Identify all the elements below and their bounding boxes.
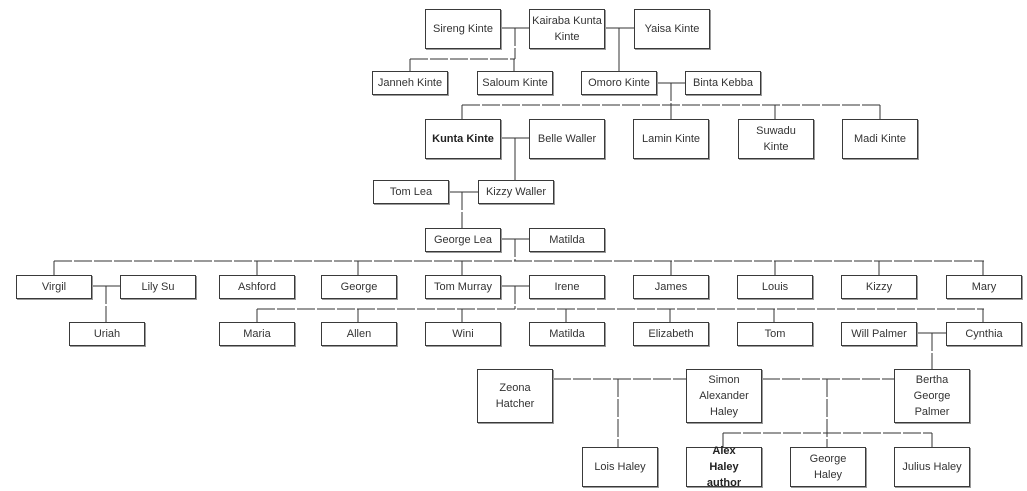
person-box-kizzy[interactable]: Kizzy [841,275,917,299]
person-box-suwadu-kinte[interactable]: Suwadu Kinte [738,119,814,159]
person-box-ashford[interactable]: Ashford [219,275,295,299]
person-box-tom-murray[interactable]: Tom Murray [425,275,501,299]
person-box-bertha-george-palmer[interactable]: Bertha George Palmer [894,369,970,423]
person-box-allen[interactable]: Allen [321,322,397,346]
person-box-belle-waller[interactable]: Belle Waller [529,119,605,159]
person-box-kizzy-waller[interactable]: Kizzy Waller [478,180,554,204]
person-box-matilda-child[interactable]: Matilda [529,322,605,346]
person-box-wini[interactable]: Wini [425,322,501,346]
person-box-kunta-kinte[interactable]: Kunta Kinte [425,119,501,159]
person-box-irene[interactable]: Irene [529,275,605,299]
person-box-maria[interactable]: Maria [219,322,295,346]
person-box-matilda-spouse[interactable]: Matilda [529,228,605,252]
person-box-cynthia[interactable]: Cynthia [946,322,1022,346]
person-box-sireng-kinte[interactable]: Sireng Kinte [425,9,501,49]
person-box-george-haley[interactable]: George Haley [790,447,866,487]
person-box-alex-haley-author[interactable]: Alex Haley author [686,445,762,489]
person-box-zeona-hatcher[interactable]: Zeona Hatcher [477,369,553,423]
person-box-lois-haley[interactable]: Lois Haley [582,447,658,487]
person-box-george[interactable]: George [321,275,397,299]
person-box-madi-kinte[interactable]: Madi Kinte [842,119,918,159]
person-box-tom[interactable]: Tom [737,322,813,346]
person-box-lily-su[interactable]: Lily Su [120,275,196,299]
person-box-uriah[interactable]: Uriah [69,322,145,346]
person-box-kairaba-kunta-kinte[interactable]: Kairaba Kunta Kinte [529,9,605,49]
person-box-james[interactable]: James [633,275,709,299]
person-box-simon-alexander-haley[interactable]: Simon Alexander Haley [686,369,762,423]
person-box-elizabeth[interactable]: Elizabeth [633,322,709,346]
person-box-julius-haley[interactable]: Julius Haley [894,447,970,487]
person-box-binta-kebba[interactable]: Binta Kebba [685,71,761,95]
person-box-lamin-kinte[interactable]: Lamin Kinte [633,119,709,159]
person-box-tom-lea[interactable]: Tom Lea [373,180,449,204]
person-box-saloum-kinte[interactable]: Saloum Kinte [477,71,553,95]
person-box-will-palmer[interactable]: Will Palmer [841,322,917,346]
person-box-mary[interactable]: Mary [946,275,1022,299]
person-box-george-lea[interactable]: George Lea [425,228,501,252]
person-box-janneh-kinte[interactable]: Janneh Kinte [372,71,448,95]
person-box-omoro-kinte[interactable]: Omoro Kinte [581,71,657,95]
person-box-virgil[interactable]: Virgil [16,275,92,299]
person-box-yaisa-kinte[interactable]: Yaisa Kinte [634,9,710,49]
person-box-louis[interactable]: Louis [737,275,813,299]
